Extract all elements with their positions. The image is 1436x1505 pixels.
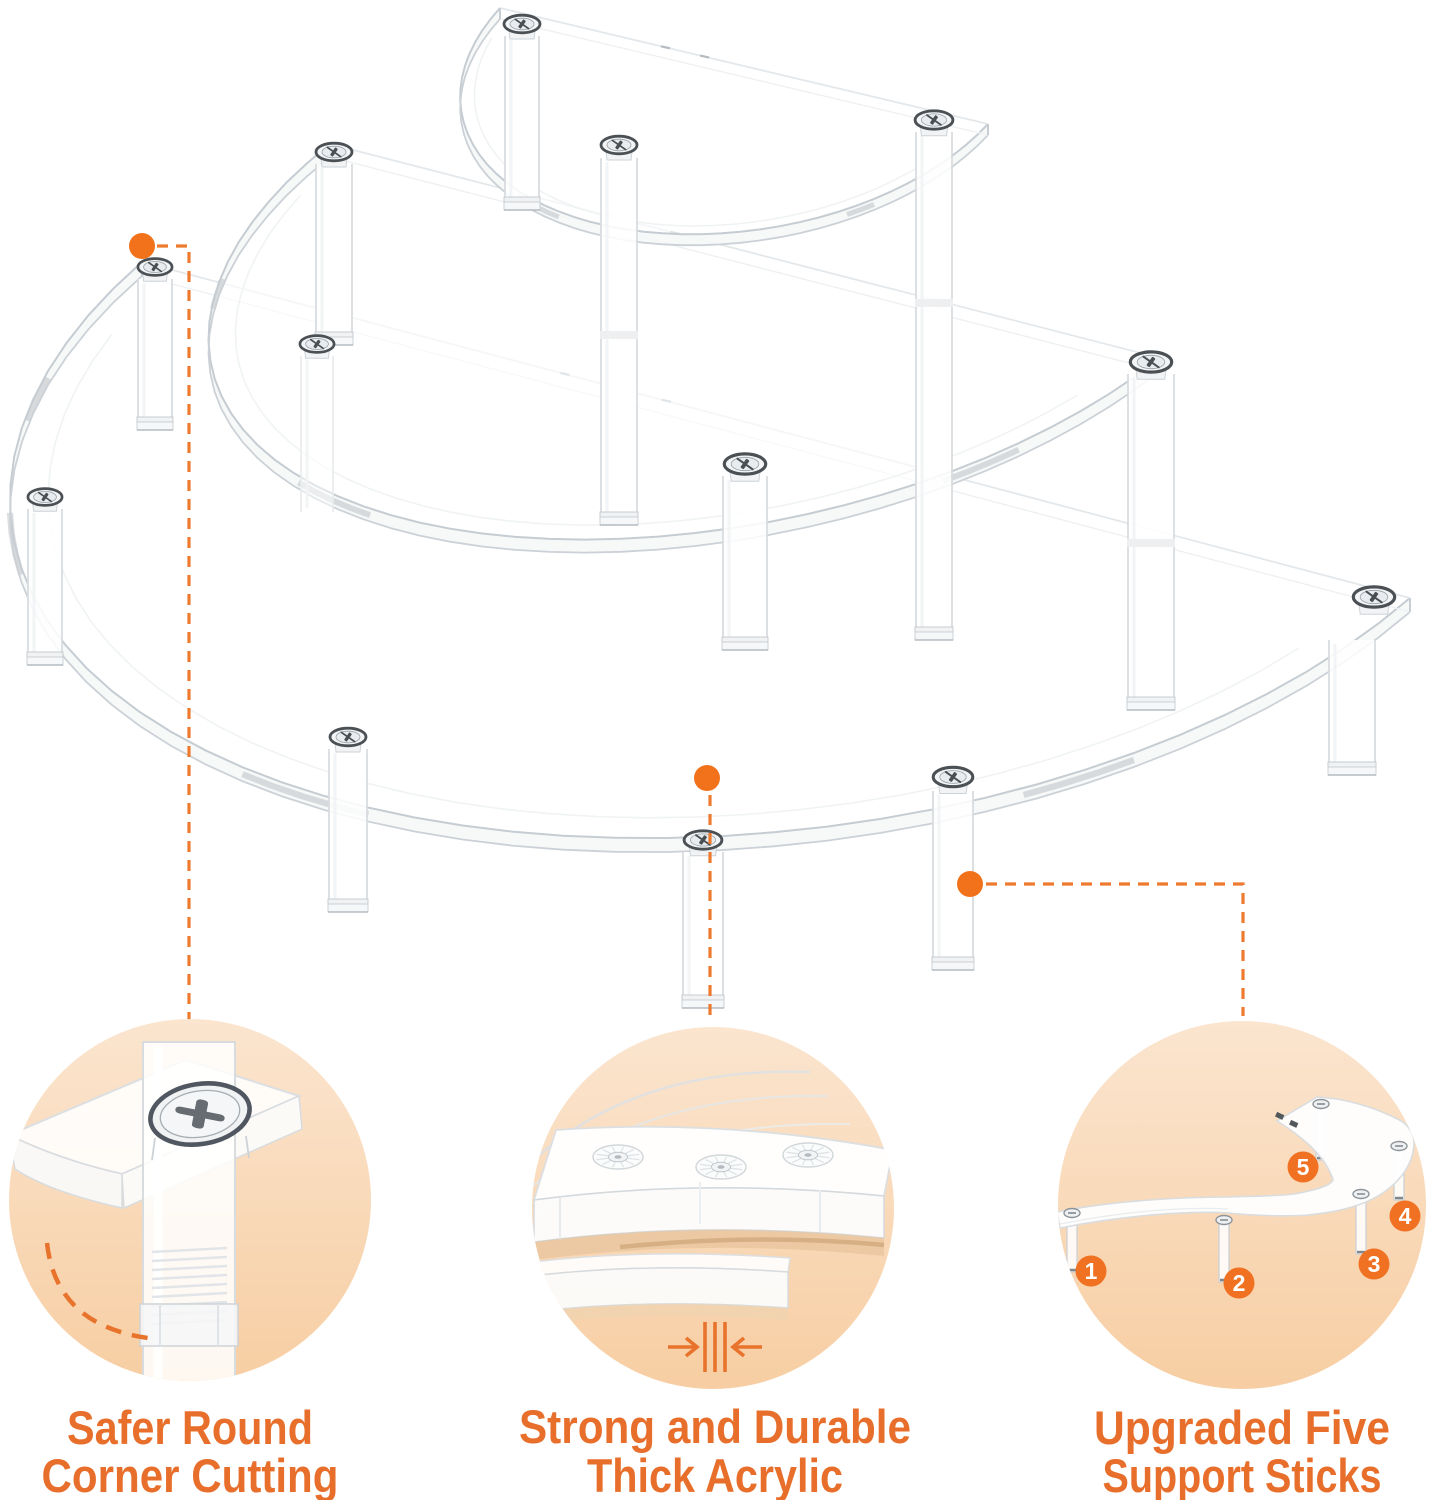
svg-text:2: 2: [1233, 1270, 1246, 1296]
svg-text:1: 1: [1085, 1258, 1098, 1284]
svg-text:Strong and Durable: Strong and Durable: [519, 1400, 911, 1453]
svg-text:Corner Cutting: Corner Cutting: [42, 1449, 339, 1500]
svg-text:Safer Round: Safer Round: [67, 1401, 313, 1454]
svg-text:Support Sticks: Support Sticks: [1103, 1449, 1382, 1500]
svg-text:Upgraded Five: Upgraded Five: [1094, 1401, 1390, 1454]
svg-text:4: 4: [1399, 1203, 1412, 1229]
svg-text:5: 5: [1297, 1154, 1310, 1180]
svg-text:3: 3: [1368, 1251, 1381, 1277]
svg-text:Thick Acrylic: Thick Acrylic: [587, 1449, 843, 1500]
